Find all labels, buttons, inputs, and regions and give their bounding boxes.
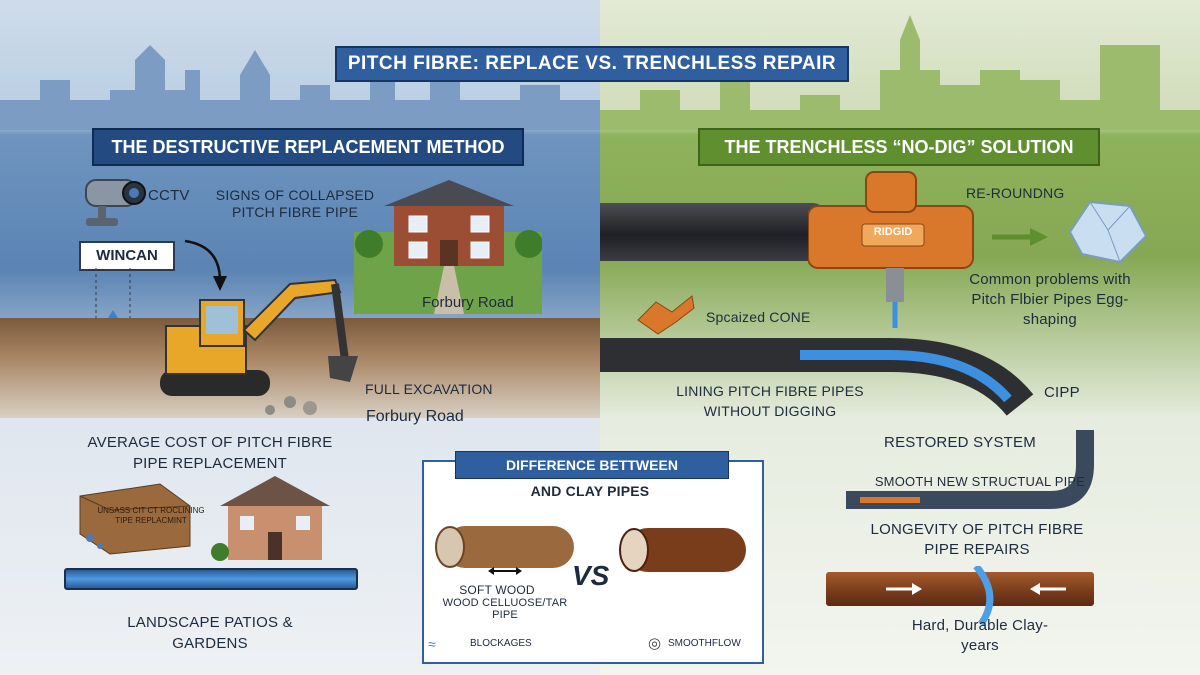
house-road-label: Forbury Road bbox=[422, 294, 514, 311]
re-rounding-label: RE-ROUNDNG bbox=[966, 185, 1065, 201]
smoothflow-label: SMOOTHFLOW bbox=[668, 638, 741, 649]
ridgid-brand: RIDGID bbox=[873, 226, 913, 238]
average-cost-label: AVERAGE COST OF PITCH FIBRE PIPE REPLACE… bbox=[87, 434, 333, 472]
wincan-label: WINCAN bbox=[79, 241, 175, 271]
smooth-pipe-label: SMOOTH NEW STRUCTUAL PIPE bbox=[874, 474, 1086, 489]
versus-label: VS bbox=[572, 560, 610, 591]
specialized-cone-icon bbox=[637, 295, 695, 335]
deformed-pipe-icon bbox=[1068, 200, 1148, 264]
left-heading: THE DESTRUCTIVE REPLACEMENT METHOD bbox=[92, 128, 524, 166]
restored-system-label: RESTORED SYSTEM bbox=[884, 434, 1036, 451]
comparison-title: DIFFERENCE BETTWEEN bbox=[455, 451, 729, 479]
water-drop-icon: ≈ bbox=[428, 636, 436, 652]
comparison-subtitle: AND CLAY PIPES bbox=[530, 483, 650, 499]
house-illustration bbox=[354, 180, 542, 314]
soft-wood-label: SOFT WOOD bbox=[459, 583, 535, 597]
ridgid-tool-illustration bbox=[808, 171, 974, 328]
cipp-label: CIPP bbox=[1044, 384, 1080, 401]
right-skyline bbox=[600, 15, 1200, 130]
cost-boxes-illustration bbox=[79, 483, 191, 555]
cone-label: Spcaized CONE bbox=[706, 309, 811, 325]
brick-house-icon bbox=[211, 476, 330, 561]
signs-collapsed-label: SIGNS OF COLLAPSED PITCH FIBRE PIPE bbox=[215, 187, 375, 220]
hard-durable-label: Hard, Durable Clay-years bbox=[911, 617, 1049, 654]
restored-pipe-illustration bbox=[846, 430, 1094, 509]
new-pipe-illustration bbox=[64, 568, 358, 590]
box-print-text: UNSASS CIT CT ROCLINING TIPE REPLACMINT bbox=[97, 506, 205, 525]
road-label: Forbury Road bbox=[366, 408, 464, 425]
right-arrow-icon bbox=[992, 228, 1048, 246]
longevity-label: LONGEVITY OF PITCH FIBRE PIPE REPAIRS bbox=[870, 521, 1084, 558]
landscape-label: LANDSCAPE PATIOS & GARDENS bbox=[127, 614, 293, 652]
pipe-comparison-illustration bbox=[435, 526, 746, 575]
cctv-camera-icon bbox=[85, 179, 146, 226]
wood-cellulose-label: WOOD CELLUOSE/TAR PIPE bbox=[442, 597, 568, 621]
page-title: PITCH FIBRE: REPLACE VS. TRENCHLESS REPA… bbox=[335, 46, 849, 82]
arrow-icon bbox=[184, 239, 227, 291]
lined-pipe-illustration bbox=[600, 338, 1034, 417]
excavation-ground bbox=[0, 318, 600, 418]
pitch-fibre-pipe-top bbox=[600, 203, 825, 261]
right-heading: THE TRENCHLESS “NO-DIG” SOLUTION bbox=[698, 128, 1100, 166]
clay-pipe-decorations bbox=[886, 566, 1066, 626]
common-problems-label: Common problems with Pitch Flbier Pipes … bbox=[969, 271, 1131, 328]
cctv-label: CCTV bbox=[148, 187, 190, 204]
flow-icon: ◎ bbox=[648, 635, 662, 652]
excavator-illustration bbox=[160, 278, 358, 415]
lining-label: LINING PITCH FIBRE PIPES WITHOUT DIGGING bbox=[676, 383, 864, 419]
blockages-label: BLOCKAGES bbox=[470, 638, 532, 649]
full-excavation-label: FULL EXCAVATION bbox=[365, 381, 493, 397]
